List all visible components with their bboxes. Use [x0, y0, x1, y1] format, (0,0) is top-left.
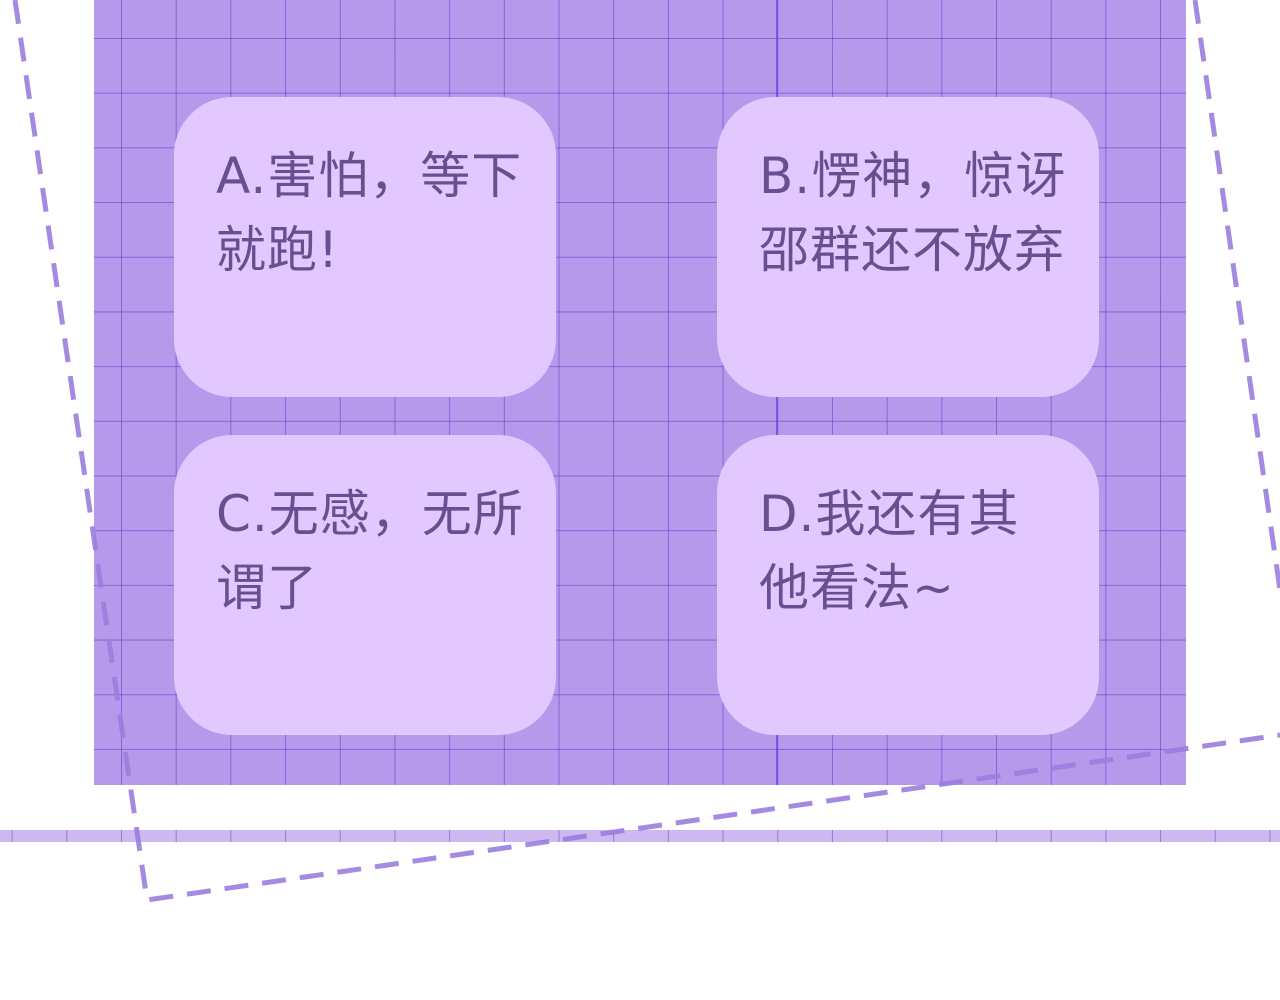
option-d-card[interactable]: D.我还有其他看法~	[717, 435, 1099, 735]
option-b-card[interactable]: B.愣神，惊讶邵群还不放弃	[717, 97, 1099, 397]
option-a-label: A.害怕，等下就跑!	[216, 147, 523, 279]
grid-band	[0, 830, 1280, 842]
dashed-frame-right	[1192, 0, 1280, 591]
option-c-label: C.无感，无所谓了	[216, 485, 524, 617]
option-c-card[interactable]: C.无感，无所谓了	[174, 435, 556, 735]
option-b-label: B.愣神，惊讶邵群还不放弃	[759, 147, 1067, 279]
option-d-label: D.我还有其他看法~	[759, 485, 1020, 617]
dashed-frame-left-bottom	[12, 0, 1280, 903]
option-a-card[interactable]: A.害怕，等下就跑!	[174, 97, 556, 397]
